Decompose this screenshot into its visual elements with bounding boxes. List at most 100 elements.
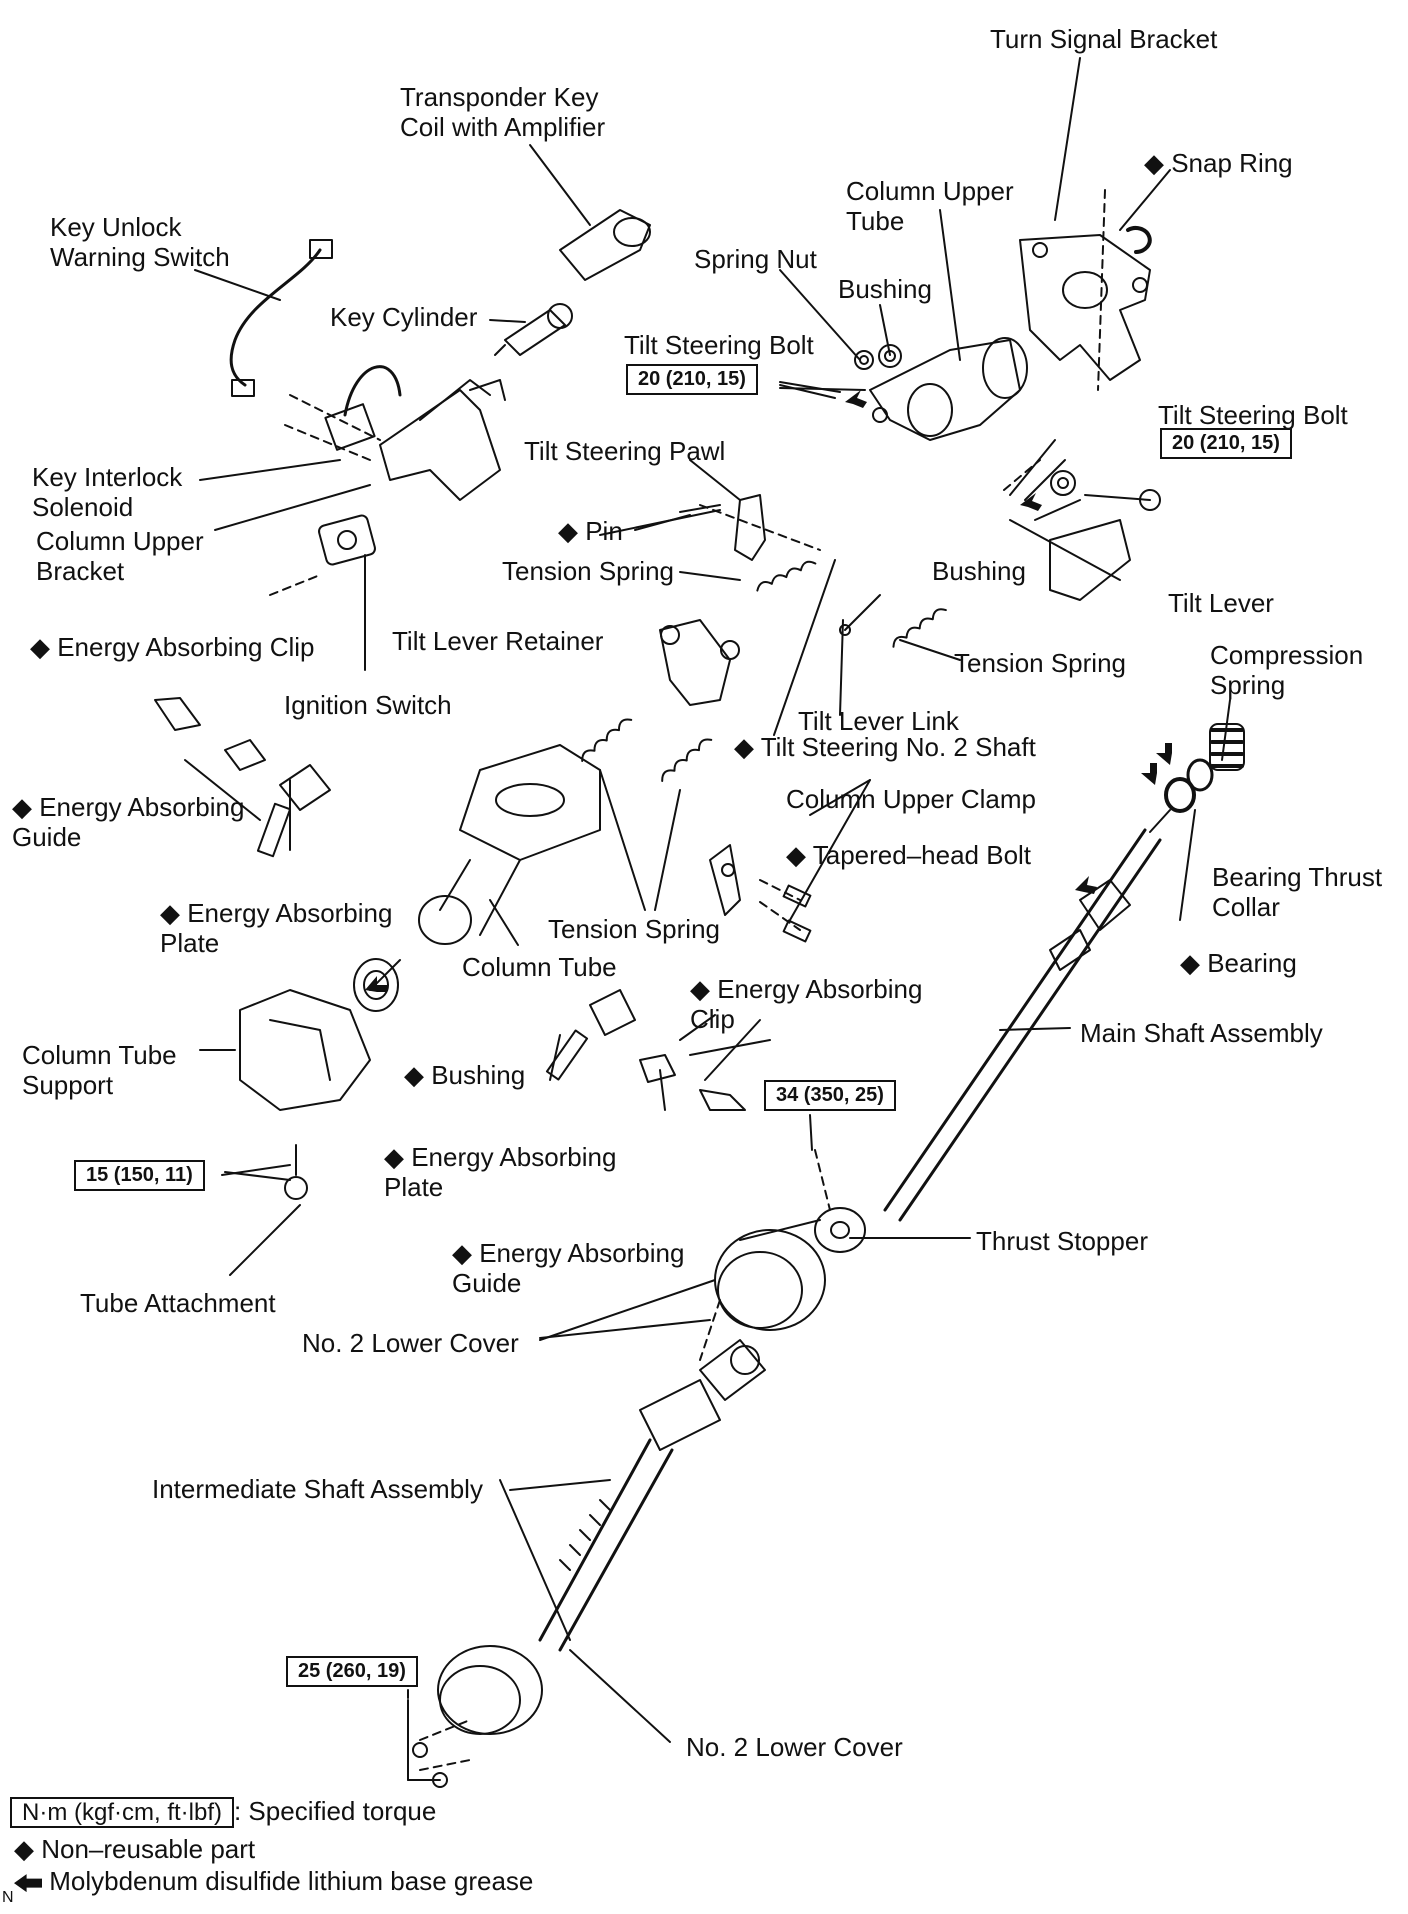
label-tilt-pawl: Tilt Steering Pawl: [524, 436, 726, 466]
torque-thrust-stopper: 34 (350, 25): [764, 1080, 896, 1111]
label-snap-ring: ◆ Snap Ring: [1144, 148, 1293, 178]
label-key-unlock: Key Unlock Warning Switch: [50, 212, 230, 272]
spring-nut-part: [854, 350, 874, 370]
label-ea-guide-2: ◆ Energy Absorbing Guide: [452, 1238, 685, 1298]
label-tilt-bolt-left: Tilt Steering Bolt: [624, 330, 814, 360]
label-spring-nut: Spring Nut: [694, 244, 817, 274]
label-tilt-lever: Tilt Lever: [1168, 588, 1274, 618]
label-bushing-top: Bushing: [838, 274, 932, 304]
bushing-low-part: [353, 958, 399, 1012]
label-pin: ◆ Pin: [558, 516, 623, 546]
label-tapered-bolt: ◆ Tapered–head Bolt: [786, 840, 1032, 870]
torque-lower-cover: 25 (260, 19): [286, 1656, 418, 1687]
label-column-tube: Column Tube: [462, 952, 617, 982]
column-upper-tube-part: [869, 337, 1028, 441]
tapered-bolt-part: [782, 884, 812, 943]
ea-clip-2-part: [699, 1089, 746, 1111]
ea-guide-1-part: [224, 739, 266, 771]
no2-lower-cover-1-part: [714, 1219, 826, 1331]
label-tension-spring-1: Tension Spring: [502, 556, 674, 586]
thrust-stopper-part: [814, 1207, 866, 1253]
label-bearing: ◆ Bearing: [1180, 948, 1297, 978]
label-compression-spring: Compression Spring: [1210, 640, 1364, 700]
tilt-lever-link-part: [839, 594, 881, 636]
label-ea-plate-2: ◆ Energy Absorbing Plate: [384, 1142, 617, 1202]
tube-attachment-part: [284, 1144, 308, 1200]
bearing-part: [1164, 777, 1196, 813]
label-intermediate-shaft: Intermediate Shaft Assembly: [152, 1474, 483, 1504]
ignition-switch-part: [318, 514, 376, 566]
label-ea-plate-1: ◆ Energy Absorbing Plate: [160, 898, 393, 958]
corner-mark: N: [2, 1889, 14, 1906]
assembly-dashes: [269, 189, 1106, 1771]
tension-spring-2-part: [892, 608, 947, 648]
legend-non-reusable: ◆ Non–reusable part: [14, 1834, 256, 1864]
tilt-steering-pawl-part: [679, 494, 766, 561]
label-turn-signal-bracket: Turn Signal Bracket: [990, 24, 1218, 54]
label-tilt-lever-link: Tilt Lever Link: [798, 706, 959, 736]
label-thrust-stopper: Thrust Stopper: [976, 1226, 1148, 1256]
label-column-tube-support: Column Tube Support: [22, 1040, 177, 1100]
label-main-shaft: Main Shaft Assembly: [1080, 1018, 1323, 1048]
no2-lower-cover-2-part: [407, 1645, 543, 1788]
torque-tube-attachment: 15 (150, 11): [74, 1160, 205, 1191]
tilt-lever-retainer-part: [659, 619, 740, 706]
legend-torque: N·m (kgf·cm, ft·lbf): Specified torque: [10, 1796, 436, 1828]
turn-signal-bracket-part: [1019, 234, 1151, 381]
label-tension-spring-2: Tension Spring: [954, 648, 1126, 678]
label-column-upper-clamp: Column Upper Clamp: [786, 784, 1036, 814]
column-upper-clamp-part: [709, 844, 741, 916]
column-tube-support-part: [239, 989, 371, 1111]
grease-arrows: [365, 390, 1172, 992]
label-tilt-lever-retainer: Tilt Lever Retainer: [392, 626, 604, 656]
label-column-upper-tube: Column Upper Tube: [846, 176, 1014, 236]
arrow-grease-icon: [14, 1874, 42, 1893]
intermediate-shaft-part: [538, 1339, 766, 1652]
ea-plate-1-part: [256, 764, 331, 858]
bushing-mid-part: [1050, 470, 1076, 496]
label-ignition-switch: Ignition Switch: [284, 690, 452, 720]
label-tube-attachment: Tube Attachment: [80, 1288, 276, 1318]
tension-spring-1-part: [756, 560, 817, 592]
label-bushing-low: ◆ Bushing: [404, 1060, 526, 1090]
ea-guide-2-part: [639, 1054, 676, 1083]
label-tension-spring-3: Tension Spring: [548, 914, 720, 944]
legend-grease: Molybdenum disulfide lithium base grease: [14, 1866, 533, 1896]
transponder-coil-part: [559, 209, 651, 281]
key-unlock-switch-part: [229, 239, 333, 397]
torque-tilt-bolt-right: 20 (210, 15): [1160, 428, 1292, 459]
label-tilt-no2-shaft: ◆ Tilt Steering No. 2 Shaft: [734, 732, 1036, 762]
snap-ring-part: [1126, 226, 1152, 254]
column-upper-bracket-part: [379, 379, 506, 501]
ea-plate-2-part: [545, 989, 636, 1081]
label-ea-clip-2: ◆ Energy Absorbing Clip: [690, 974, 923, 1034]
label-key-cylinder: Key Cylinder: [330, 302, 478, 332]
torque-tilt-bolt-left: 20 (210, 15): [626, 364, 758, 395]
label-no2-lower-cover-2: No. 2 Lower Cover: [686, 1732, 903, 1762]
label-transponder: Transponder Key Coil with Amplifier: [400, 82, 606, 142]
legend-grease-text: Molybdenum disulfide lithium base grease: [49, 1866, 534, 1896]
key-interlock-solenoid-part: [324, 365, 402, 451]
tension-spring-3-part: [581, 718, 713, 783]
leader-lines: [184, 57, 1231, 1743]
column-tube-part: [418, 744, 601, 945]
label-column-upper-bracket: Column Upper Bracket: [36, 526, 204, 586]
label-bearing-thrust-collar: Bearing Thrust Collar: [1212, 862, 1383, 922]
main-shaft-part: [883, 809, 1171, 1222]
label-no2-lower-cover-1: No. 2 Lower Cover: [302, 1328, 519, 1358]
legend-torque-desc: : Specified torque: [233, 1796, 437, 1826]
bearing-thrust-collar-part: [1186, 758, 1214, 792]
ea-clip-1-part: [154, 697, 201, 731]
label-key-interlock: Key Interlock Solenoid: [32, 462, 183, 522]
label-ea-clip-1: ◆ Energy Absorbing Clip: [30, 632, 315, 662]
legend-torque-unit: N·m (kgf·cm, ft·lbf): [10, 1797, 234, 1828]
label-tilt-bolt-right: Tilt Steering Bolt: [1158, 400, 1348, 430]
torque-connectors: [221, 384, 1066, 1699]
label-bushing-mid: Bushing: [932, 556, 1026, 586]
label-ea-guide-1: ◆ Energy Absorbing Guide: [12, 792, 245, 852]
bushing-top-part: [878, 344, 902, 368]
key-cylinder-part: [494, 303, 573, 356]
compression-spring-part: [1209, 723, 1245, 771]
tilt-lever-part: [1049, 489, 1161, 601]
